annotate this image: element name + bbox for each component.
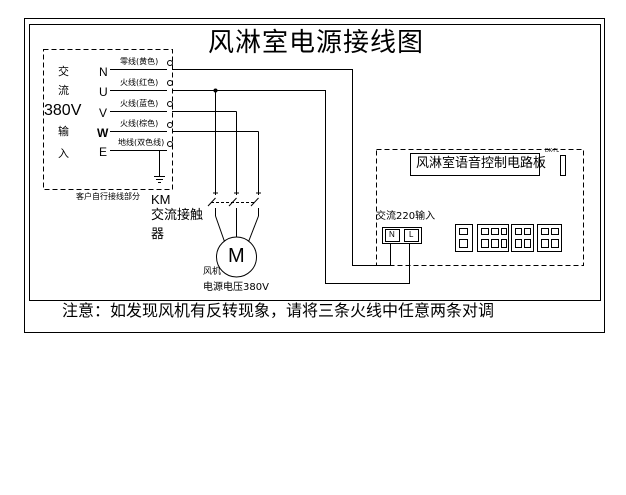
wire-label-live-brown: 火线(棕色) [120, 119, 159, 128]
motor-label: 风机 [203, 267, 222, 277]
terminal-n [167, 60, 173, 66]
motor-voltage-label: 电源电压380V [203, 282, 269, 293]
neutral-wire [172, 69, 391, 266]
supply-label-char-4: 输 [58, 125, 69, 138]
junction-u [213, 88, 218, 93]
wire-label-neutral: 零线(黄色) [120, 57, 159, 66]
control-board-title-box [410, 153, 540, 176]
phase-wires [172, 90, 259, 195]
contactor-code: KM [151, 192, 171, 207]
outer-frame [24, 18, 605, 333]
input-terminal-block [382, 227, 422, 248]
terminal-u [167, 80, 173, 86]
wire-label-ground: 地线(双色线) [118, 138, 165, 147]
diagram-title: 风淋室电源接线图 [208, 28, 425, 58]
terminal-w [167, 122, 173, 128]
live-wire-to-board [172, 90, 410, 284]
contactor-switches [207, 192, 261, 244]
control-board-title: 风淋室语音控制电路板 [416, 156, 547, 171]
terminal-label-w: W [97, 126, 109, 140]
relay-outputs [455, 224, 562, 252]
customer-wiring-note: 客户自行接线部分 [76, 192, 140, 201]
motor-circle [216, 236, 257, 278]
terminal-v [167, 101, 173, 107]
contactor-name-line1: 交流接触 [151, 208, 204, 223]
contactor-name-line2: 器 [151, 227, 165, 242]
wire-label-live-red: 火线(红色) [120, 78, 159, 87]
terminal-label-e: E [99, 145, 108, 159]
terminal-label-u: U [99, 85, 108, 99]
reverse-rotation-note: 注意：如发现风机有反转现象，请将三条火线中任意两条对调 [62, 301, 495, 320]
board-terminal-l: L [409, 230, 414, 239]
motor-symbol: M [228, 245, 245, 267]
wire-label-live-blue: 火线(蓝色) [120, 99, 159, 108]
supply-label-voltage: 380V [44, 102, 82, 119]
supply-wires [110, 69, 167, 183]
control-board-part-no: DK-FL [545, 148, 560, 154]
terminal-e [167, 141, 173, 147]
terminal-label-n: N [99, 65, 108, 79]
supply-label-char-5: 入 [58, 147, 69, 160]
control-board-box [376, 149, 584, 266]
supply-label-char-1: 交 [58, 65, 69, 78]
inner-frame [29, 24, 601, 301]
supply-label-char-2: 流 [58, 84, 69, 97]
board-indicator [560, 155, 566, 176]
supply-terminals [167, 60, 173, 147]
board-terminal-n: N [389, 230, 395, 239]
board-input-label: 交流220输入 [376, 211, 436, 222]
customer-wiring-box [43, 49, 173, 190]
terminal-label-v: V [99, 106, 108, 120]
